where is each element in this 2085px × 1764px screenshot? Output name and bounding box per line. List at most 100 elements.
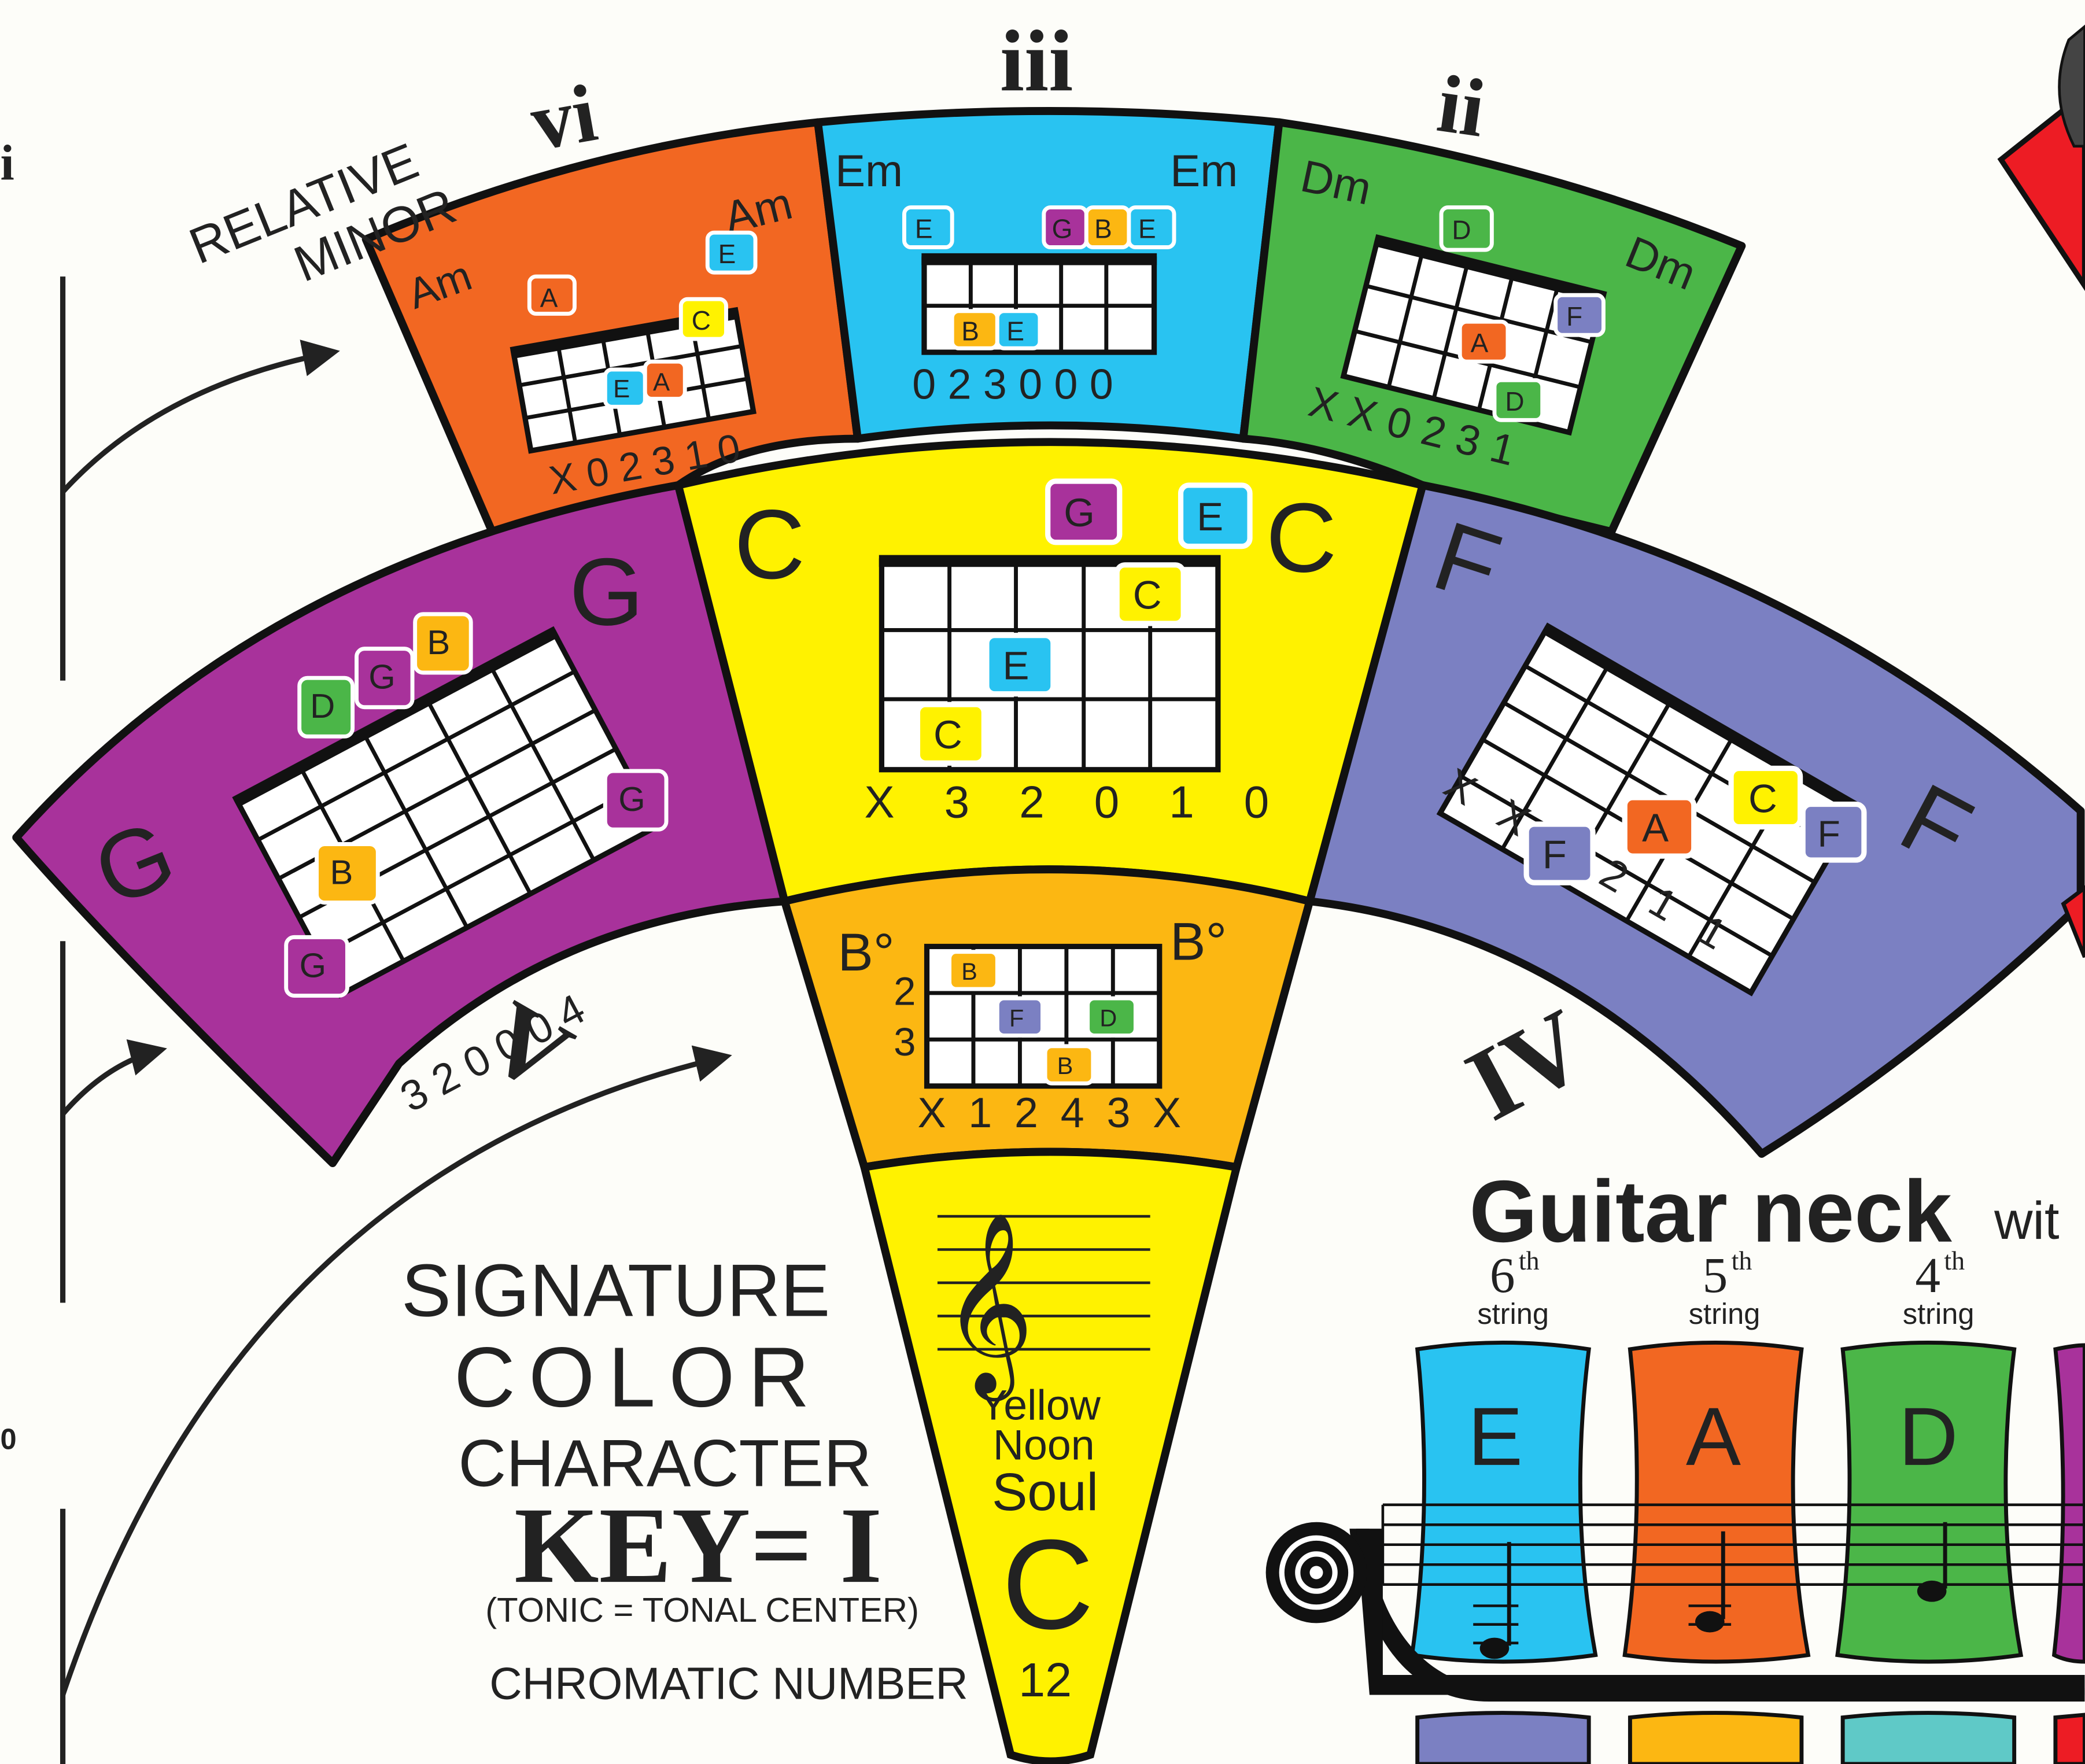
note-tag: G: [605, 771, 666, 829]
svg-text:C: C: [1748, 776, 1777, 821]
string-note-e: E: [1468, 1391, 1523, 1483]
svg-text:B: B: [427, 623, 450, 662]
note-head-d: [1917, 1581, 1947, 1602]
note-tag: F: [1556, 295, 1604, 335]
svg-text:string: string: [1477, 1297, 1549, 1330]
note-tag: G: [1048, 481, 1120, 543]
svg-text:KEY= I: KEY= I: [514, 1485, 882, 1606]
svg-text:G: G: [300, 946, 326, 984]
roman-iii: iii: [1000, 12, 1073, 109]
svg-text:B: B: [1057, 1053, 1073, 1079]
note-tag: A: [645, 361, 685, 398]
bottom-banner-1: [1418, 1713, 1589, 1764]
svg-text:D: D: [1452, 215, 1471, 245]
note-tag: E: [997, 311, 1040, 348]
arrow-to-vi: [63, 352, 333, 492]
note-tag: A: [1625, 798, 1694, 856]
svg-text:th: th: [1519, 1246, 1540, 1275]
signature-block: SIGNATURE COLOR CHARACTER KEY= I (TONIC …: [401, 1249, 968, 1708]
chord-bdim-fret-2: 2: [894, 969, 916, 1014]
svg-text:G: G: [618, 780, 645, 818]
guitar-neck-section: Guitar neck wit 6 th string 5 th string …: [1266, 1163, 2085, 1764]
guitar-neck-title: Guitar neck: [1469, 1163, 1952, 1261]
svg-text:E: E: [915, 213, 933, 243]
bottom-banner-4: [2056, 1715, 2085, 1764]
note-tag: B: [1045, 1046, 1093, 1083]
svg-text:E: E: [1138, 213, 1156, 243]
chord-em-fingering: 0 2 3 0 0 0: [912, 360, 1113, 408]
svg-text:F: F: [1009, 1005, 1024, 1031]
svg-text:CHROMATIC NUMBER: CHROMATIC NUMBER: [489, 1658, 968, 1708]
svg-text:th: th: [1944, 1246, 1965, 1275]
svg-text:string: string: [1689, 1297, 1761, 1330]
svg-text:G: G: [1052, 213, 1073, 243]
note-tag: D: [300, 678, 353, 736]
svg-text:C: C: [933, 713, 962, 757]
svg-text:SIGNATURE: SIGNATURE: [401, 1249, 830, 1332]
note-tag: C: [681, 299, 726, 339]
note-tag: D: [1441, 208, 1492, 250]
roman-ii: ii: [1433, 57, 1490, 154]
note-tag: E: [904, 208, 952, 248]
note-tag: C: [917, 704, 984, 763]
note-tag: B: [952, 311, 997, 348]
chord-c-label-left: C: [734, 490, 805, 600]
note-tag: C: [1731, 768, 1800, 826]
note-tag: B: [415, 614, 471, 673]
string-note-a: A: [1686, 1391, 1741, 1483]
svg-text:F: F: [1817, 813, 1840, 855]
note-tag: B: [950, 952, 998, 989]
note-tag: E: [1181, 485, 1250, 547]
svg-text:E: E: [1197, 494, 1223, 539]
note-tag: E: [987, 636, 1053, 694]
svg-text:COLOR: COLOR: [454, 1330, 823, 1425]
svg-text:C: C: [1133, 573, 1162, 618]
roman-i-partial: i: [1, 134, 14, 190]
note-tag: A: [1460, 322, 1508, 361]
tonic-number: 12: [1018, 1653, 1072, 1707]
chord-bdim-label-right: B°: [1170, 912, 1227, 971]
chord-bdim-label-left: B°: [838, 923, 895, 982]
svg-text:th: th: [1732, 1246, 1752, 1275]
note-tag: G: [1044, 208, 1087, 248]
svg-text:B: B: [961, 958, 977, 985]
svg-text:E: E: [613, 375, 630, 403]
svg-text:Noon: Noon: [993, 1421, 1095, 1469]
left-zero-label: 0: [1, 1422, 17, 1455]
svg-text:A: A: [1471, 328, 1489, 358]
note-tag: B: [317, 844, 378, 902]
bottom-banner-3: [1843, 1713, 2014, 1764]
svg-text:A: A: [1642, 806, 1669, 850]
svg-text:F: F: [1566, 301, 1582, 331]
svg-text:6: 6: [1490, 1247, 1515, 1303]
guitar-neck-title-suffix: wit: [1994, 1191, 2059, 1250]
chord-c-label-right: C: [1266, 483, 1337, 593]
note-tag: G: [357, 649, 413, 707]
svg-text:B: B: [330, 853, 353, 891]
note-tag: D: [1494, 380, 1542, 420]
svg-text:G: G: [1064, 490, 1095, 535]
note-tag: A: [529, 276, 574, 313]
svg-text:E: E: [1006, 316, 1024, 346]
chord-c-fingering: X 3 2 0 1 0: [865, 777, 1288, 828]
svg-text:string: string: [1903, 1297, 1975, 1330]
svg-text:F: F: [1542, 832, 1567, 877]
note-tag: E: [707, 233, 755, 272]
chord-em-label-left: Em: [835, 145, 903, 196]
svg-text:E: E: [1003, 643, 1029, 688]
svg-text:E: E: [718, 239, 736, 269]
chord-bdim-fret-3: 3: [894, 1020, 916, 1064]
svg-text:B: B: [961, 316, 979, 346]
chord-bdim-fingering: X 1 2 4 3 X: [917, 1088, 1186, 1136]
svg-text:(TONIC = TONAL CENTER): (TONIC = TONAL CENTER): [485, 1590, 919, 1629]
chord-em-label-right: Em: [1170, 145, 1238, 196]
chord-g-label-right: G: [569, 538, 644, 645]
note-tag: F: [997, 998, 1042, 1035]
svg-text:D: D: [1099, 1005, 1117, 1031]
svg-text:4: 4: [1915, 1247, 1940, 1303]
note-tag: C: [1117, 565, 1183, 623]
note-tag: D: [1088, 998, 1136, 1035]
note-tag: F: [1803, 804, 1864, 861]
roman-vi: vi: [524, 67, 603, 168]
